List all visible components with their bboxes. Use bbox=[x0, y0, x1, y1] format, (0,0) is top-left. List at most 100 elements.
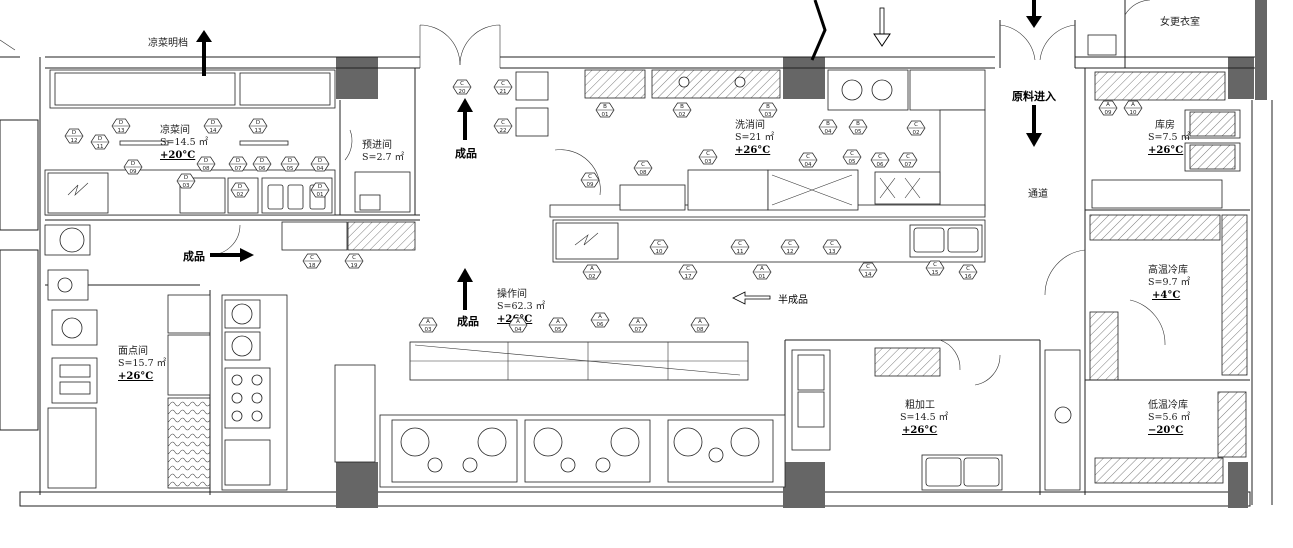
equipment-tag: C21 bbox=[493, 79, 513, 95]
equipment-tag-number: 08 bbox=[697, 327, 704, 333]
equipment-tag-letter: D bbox=[211, 120, 215, 126]
semi-finished-label: 半成品 bbox=[778, 293, 808, 306]
equipment-tag: A10 bbox=[1123, 100, 1143, 116]
equipment-tag-letter: C bbox=[686, 266, 690, 272]
equipment-tag: D 13 bbox=[111, 118, 131, 134]
equipment-tag-letter: B bbox=[826, 121, 830, 127]
equipment-tag-letter: C bbox=[657, 241, 661, 247]
equipment-tag-number: 20 bbox=[459, 89, 466, 95]
equipment-tag-letter: C bbox=[310, 255, 314, 261]
equipment-tag-letter: D bbox=[119, 120, 123, 126]
equipment-tag: D07 bbox=[228, 156, 248, 172]
equipment-tag-letter: A bbox=[590, 266, 594, 272]
equipment-tag-letter: D bbox=[204, 158, 208, 164]
equipment-tag-letter: D bbox=[318, 184, 322, 190]
equipment-tag-letter: D bbox=[98, 136, 102, 142]
equipment-tag: D 12 bbox=[64, 128, 84, 144]
finished-label-2: 成品 bbox=[183, 249, 205, 263]
equipment-tag-letter: C bbox=[588, 174, 592, 180]
equipment-tag-number: 06 bbox=[259, 166, 266, 172]
equipment-tag-number: 07 bbox=[635, 327, 642, 333]
equipment-tag-number: 05 bbox=[855, 129, 862, 135]
female-locker-label: 女更衣室 bbox=[1160, 15, 1200, 28]
equipment-tag-number: 09 bbox=[1105, 110, 1112, 116]
equipment-tag-letter: B bbox=[603, 104, 607, 110]
equipment-tag: A 09 bbox=[1098, 100, 1118, 116]
equipment-tag: A 02 bbox=[582, 264, 602, 280]
equipment-tag-number: 08 bbox=[203, 166, 210, 172]
pastry-area: S=15.7 ㎡ bbox=[118, 358, 167, 369]
equipment-tag: C14 bbox=[858, 262, 878, 278]
high-temp-cold-name: 高温冷库 bbox=[1148, 263, 1188, 276]
equipment-tag-number: 07 bbox=[905, 162, 912, 168]
low-temp-cold-area: S=5.6 ㎡ bbox=[1148, 412, 1191, 423]
equipment-tag-letter: A bbox=[698, 319, 702, 325]
pre-entry-name: 预进间 bbox=[362, 138, 392, 151]
equipment-tag-number: 06 bbox=[597, 322, 604, 328]
equipment-tag: D04 bbox=[310, 156, 330, 172]
equipment-tag: A 06 bbox=[590, 312, 610, 328]
equipment-tag: D 08 bbox=[196, 156, 216, 172]
equipment-tag-letter: C bbox=[906, 154, 910, 160]
equipment-tag: C16 bbox=[958, 264, 978, 280]
equipment-tag: A01 bbox=[752, 264, 772, 280]
equipment-tag-number: 13 bbox=[829, 249, 836, 255]
equipment-tag-number: 01 bbox=[759, 274, 766, 280]
equipment-tag: C 13 bbox=[822, 239, 842, 255]
equipment-tag-letter: C bbox=[830, 241, 834, 247]
equipment-tag-letter: C bbox=[641, 162, 645, 168]
equipment-tag-number: 11 bbox=[97, 144, 104, 150]
equipment-tag: C19 bbox=[344, 253, 364, 269]
equipment-tag-number: 14 bbox=[865, 272, 872, 278]
equipment-tag-number: 04 bbox=[515, 327, 522, 333]
equipment-tag: A 07 bbox=[628, 317, 648, 333]
equipment-tag-letter: D bbox=[260, 158, 264, 164]
equipment-tag-letter: A bbox=[636, 319, 640, 325]
warehouse-name: 库房 bbox=[1155, 118, 1175, 131]
equipment-tag-letter: A bbox=[1106, 102, 1110, 108]
equipment-tag: A05 bbox=[548, 317, 568, 333]
equipment-tag: C03 bbox=[698, 149, 718, 165]
equipment-tag-number: 05 bbox=[555, 327, 562, 333]
equipment-tag-letter: A bbox=[598, 314, 602, 320]
equipment-tag: C 20 bbox=[452, 79, 472, 95]
equipment-tag-number: 08 bbox=[640, 170, 647, 176]
equipment-tag: C17 bbox=[678, 264, 698, 280]
equipment-tag: A 08 bbox=[690, 317, 710, 333]
equipment-tag-letter: C bbox=[738, 241, 742, 247]
equipment-tag-number: 12 bbox=[71, 138, 78, 144]
equipment-tag: D01 bbox=[310, 182, 330, 198]
equipment-tag-letter: A bbox=[426, 319, 430, 325]
equipment-tag-number: 12 bbox=[787, 249, 794, 255]
equipment-tag-letter: C bbox=[460, 81, 464, 87]
equipment-tag-number: 03 bbox=[183, 183, 190, 189]
equipment-tag: C 08 bbox=[633, 160, 653, 176]
equipment-tag: D 06 bbox=[252, 156, 272, 172]
operation-name: 操作间 bbox=[497, 287, 527, 300]
equipment-tag-number: 13 bbox=[118, 128, 125, 134]
equipment-tag-number: 09 bbox=[587, 182, 594, 188]
cold-dish-room-temp: +20°C bbox=[160, 150, 195, 161]
equipment-tag-letter: D bbox=[131, 161, 135, 167]
equipment-tag: D14 bbox=[203, 118, 223, 134]
equipment-tag-letter: D bbox=[72, 130, 76, 136]
equipment-tag-number: 15 bbox=[932, 270, 939, 276]
equipment-tag-letter: B bbox=[680, 104, 684, 110]
equipment-tag: A04 bbox=[508, 317, 528, 333]
equipment-tag-number: 03 bbox=[705, 159, 712, 165]
rough-processing-name: 粗加工 bbox=[905, 399, 935, 411]
equipment-tag: D05 bbox=[280, 156, 300, 172]
equipment-tag: D09 bbox=[123, 159, 143, 175]
high-temp-cold-area: S=9.7 ㎡ bbox=[1148, 277, 1191, 288]
equipment-tag: C11 bbox=[730, 239, 750, 255]
equipment-tag-number: 03 bbox=[765, 112, 772, 118]
equipment-tag-number: 21 bbox=[500, 89, 507, 95]
equipment-tag: C 07 bbox=[898, 152, 918, 168]
equipment-tag-number: 18 bbox=[309, 263, 316, 269]
equipment-tag: B01 bbox=[595, 102, 615, 118]
equipment-tag-number: 02 bbox=[589, 274, 596, 280]
equipment-tag-letter: C bbox=[878, 154, 882, 160]
equipment-tag: D13 bbox=[248, 118, 268, 134]
flow-arrows bbox=[196, 0, 1042, 310]
